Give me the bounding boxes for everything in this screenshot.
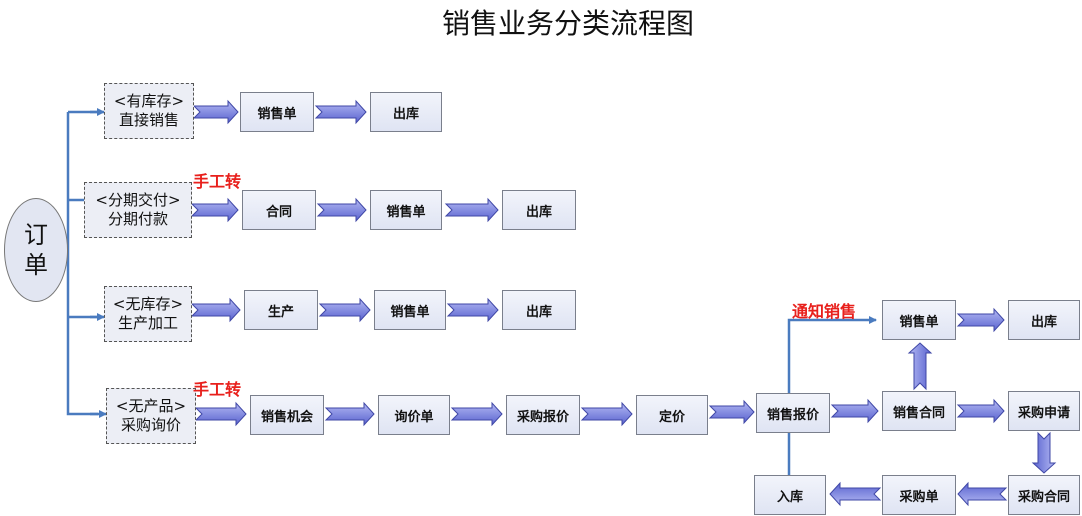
category-name: 采购询价	[120, 416, 181, 434]
order-label-2: 单	[24, 251, 48, 279]
flow-arrow	[194, 401, 247, 427]
flow-arrow	[957, 481, 1008, 507]
node-sales-order: 销售单	[882, 300, 956, 340]
flow-arrow	[444, 197, 499, 223]
order-node: 订 单	[4, 198, 68, 302]
node-production: 生产	[244, 290, 318, 330]
node-stock-in: 入库	[754, 475, 826, 515]
flow-arrow	[318, 297, 371, 323]
category-direct-sale: <有库存> 直接销售	[104, 83, 194, 139]
node-stock-out: 出库	[502, 190, 576, 230]
category-purchase-inquiry: <无产品> 采购询价	[106, 388, 196, 444]
node-stock-out: 出库	[1008, 300, 1080, 340]
flow-arrow	[450, 401, 503, 427]
node-stock-out: 出库	[502, 290, 576, 330]
manual-transfer-note: 手工转	[193, 172, 242, 191]
category-type: <无产品>	[115, 397, 187, 415]
node-sales-contract: 销售合同	[882, 391, 956, 431]
flow-arrow	[830, 398, 879, 424]
flow-arrow	[314, 99, 367, 125]
node-purchase-order: 采购单	[882, 475, 956, 515]
category-production: <无库存> 生产加工	[104, 286, 192, 342]
flow-arrow	[956, 307, 1005, 333]
flow-arrow	[192, 99, 239, 125]
node-sales-order: 销售单	[370, 190, 442, 230]
node-purchase-request: 采购申请	[1008, 391, 1080, 431]
flow-arrow	[708, 399, 755, 425]
node-pricing: 定价	[636, 395, 708, 435]
node-sales-opportunity: 销售机会	[250, 395, 324, 435]
category-name: 分期付款	[107, 210, 168, 228]
flow-arrow	[190, 297, 241, 323]
notify-sales-note: 通知销售	[792, 302, 857, 321]
flow-arrow	[907, 342, 933, 391]
manual-transfer-note: 手工转	[193, 380, 242, 399]
category-type: <无库存>	[112, 295, 184, 313]
flow-arrow	[580, 401, 633, 427]
category-type: <分期交付>	[95, 191, 181, 209]
node-sales-order: 销售单	[240, 92, 314, 132]
page-title: 销售业务分类流程图	[441, 7, 694, 40]
category-name: 直接销售	[118, 111, 179, 129]
branch-connector	[66, 110, 98, 416]
category-type: <有库存>	[113, 92, 185, 110]
flow-arrow	[190, 197, 239, 223]
node-stock-out: 出库	[370, 92, 442, 132]
node-sales-quote: 销售报价	[756, 393, 830, 433]
order-label-1: 订	[24, 221, 48, 249]
node-inquiry-sheet: 询价单	[378, 395, 450, 435]
flow-arrow	[956, 398, 1005, 424]
flow-arrow	[829, 481, 882, 507]
category-name: 生产加工	[117, 314, 178, 332]
node-contract: 合同	[242, 190, 316, 230]
flow-arrow-group	[190, 99, 1057, 507]
node-purchase-contract: 采购合同	[1008, 475, 1080, 515]
node-sales-order: 销售单	[374, 290, 446, 330]
flow-arrow	[1031, 431, 1057, 474]
flow-arrow	[316, 197, 367, 223]
node-purchase-quote: 采购报价	[506, 395, 580, 435]
flow-arrow	[446, 297, 499, 323]
category-installment: <分期交付> 分期付款	[84, 182, 192, 238]
flow-arrow	[324, 401, 375, 427]
